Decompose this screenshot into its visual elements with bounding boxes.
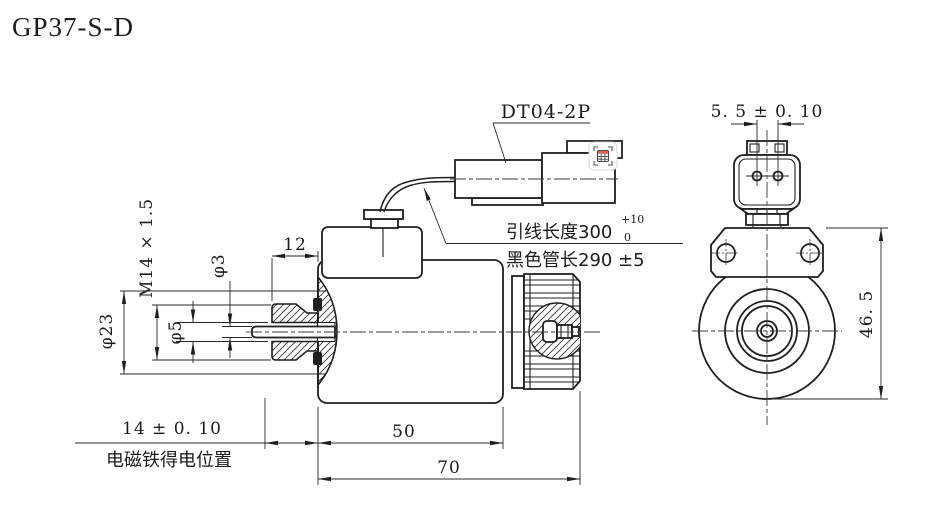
seal-bottom xyxy=(313,352,322,365)
dim-flange-dia: φ23 xyxy=(97,313,117,350)
dim-stroke: 14 ± 0. 10 xyxy=(122,419,222,439)
lead-length-note: 引线长度300 xyxy=(506,222,612,243)
dim-thread-length: 12 xyxy=(283,235,307,255)
table-icon-frame xyxy=(596,149,610,163)
table-icon-header xyxy=(597,150,609,154)
junction-box xyxy=(321,226,423,279)
front-view xyxy=(692,130,842,425)
tab-latch-left xyxy=(749,143,760,153)
override-hex-lines xyxy=(560,325,569,338)
scan-corner-brackets xyxy=(593,146,613,166)
dim-total-length: 70 xyxy=(437,458,461,478)
connector-lower-tab xyxy=(471,197,544,206)
base-bar-lines xyxy=(752,214,782,228)
dim-pin-dia: φ3 xyxy=(209,253,229,278)
gland-base xyxy=(370,218,399,229)
lead-length-tol-upper: +10 xyxy=(621,213,644,226)
override-cap xyxy=(542,320,558,343)
override-hex xyxy=(556,324,573,339)
drawing-title: GP37-S-D xyxy=(12,12,134,42)
tab-latch-right xyxy=(774,143,785,153)
dim-coil-length: 50 xyxy=(392,422,416,442)
lead-length-tol-lower: 0 xyxy=(624,231,631,244)
dim-pin-spacing: 5. 5 ± 0. 10 xyxy=(711,102,824,122)
tube-lower-section xyxy=(271,340,319,361)
tube-length-note: 黑色管长290 ±5 xyxy=(506,250,645,271)
table-grid-icon[interactable] xyxy=(588,141,618,171)
table-icon-grid xyxy=(597,153,609,162)
gland-flange xyxy=(363,209,404,220)
connector-detail: DT04-2P 引线长度300 +10 0 黑色管长290 ±5 xyxy=(423,101,683,271)
tube-upper-section xyxy=(271,303,319,324)
dim-bore-dia: φ5 xyxy=(166,320,186,345)
connector-label: DT04-2P xyxy=(501,101,591,123)
dimensions-main: 12 φ23 M14 × 1.5 φ5 φ3 14 ± 0. 10 电磁铁得电位… xyxy=(75,198,581,485)
lead-note-arrowhead xyxy=(424,188,431,201)
connector-label-leader xyxy=(492,122,507,164)
dim-height: 46. 5 xyxy=(857,290,877,338)
dimensions-front: 5. 5 ± 0. 10 46. 5 xyxy=(711,102,888,400)
override-stub xyxy=(571,326,580,337)
flange-dome-arc xyxy=(317,276,338,386)
cable-line-2 xyxy=(383,180,456,213)
stroke-note: 电磁铁得电位置 xyxy=(106,450,232,471)
bracket-hole-crosshairs xyxy=(712,239,824,267)
seal-top xyxy=(313,298,322,311)
main-side-view xyxy=(246,176,600,404)
cable-line-1 xyxy=(379,176,456,213)
dim-thread: M14 × 1.5 xyxy=(137,198,157,298)
coil-body xyxy=(317,259,504,404)
